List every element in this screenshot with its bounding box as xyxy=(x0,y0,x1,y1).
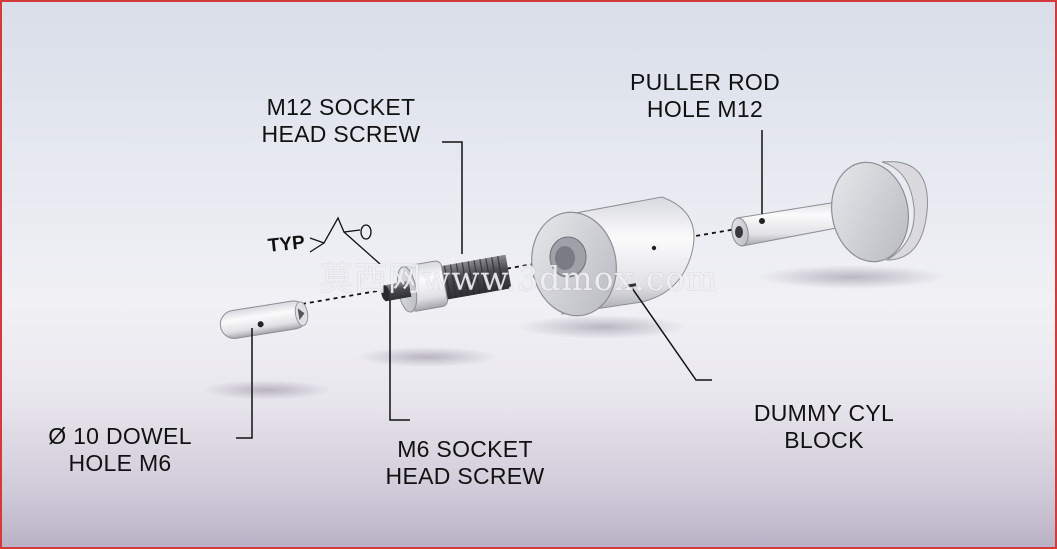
leader-m6-screw xyxy=(389,300,410,421)
label-dowel-hole: Ø 10 DOWEL HOLE M6 xyxy=(32,423,208,477)
label-line: M6 SOCKET xyxy=(397,436,533,462)
puller-rod xyxy=(731,161,928,263)
label-line: Ø 10 DOWEL xyxy=(48,423,192,449)
label-line: BLOCK xyxy=(784,427,864,453)
rod-shadow xyxy=(757,265,947,289)
leader-dummy-block xyxy=(631,287,712,381)
m12-socket-head-screw xyxy=(381,254,512,313)
label-puller-rod-hole: PULLER ROD HOLE M12 xyxy=(612,69,798,123)
screw-shadow xyxy=(357,347,497,367)
typ-symbol xyxy=(309,216,381,265)
label-m12-socket-head-screw: M12 SOCKET HEAD SCREW xyxy=(248,94,434,148)
label-line: HOLE M6 xyxy=(68,450,172,476)
label-line: PULLER ROD xyxy=(630,69,780,95)
label-line: M12 SOCKET xyxy=(266,94,416,120)
dummy-cyl-block xyxy=(531,196,695,317)
leader-m12-screw xyxy=(442,141,463,254)
dowel-shadow xyxy=(202,380,332,400)
label-line: HEAD SCREW xyxy=(385,463,545,489)
dowel-pin xyxy=(219,300,309,339)
label-line: DUMMY CYL xyxy=(753,400,895,426)
label-m6-socket-head-screw: M6 SOCKET HEAD SCREW xyxy=(370,436,560,490)
watermark-text: 莫西网www.3dmox.com xyxy=(320,259,719,298)
label-dummy-cyl-block: DUMMY CYL BLOCK xyxy=(732,400,916,454)
label-line: HOLE M12 xyxy=(646,96,764,122)
assembly-centerline xyxy=(301,227,743,305)
leader-lines xyxy=(236,130,763,439)
leader-dowel xyxy=(236,328,253,439)
label-line: HEAD SCREW xyxy=(261,121,421,147)
block-shadow xyxy=(517,315,687,339)
typ-label: TYP xyxy=(266,232,306,257)
